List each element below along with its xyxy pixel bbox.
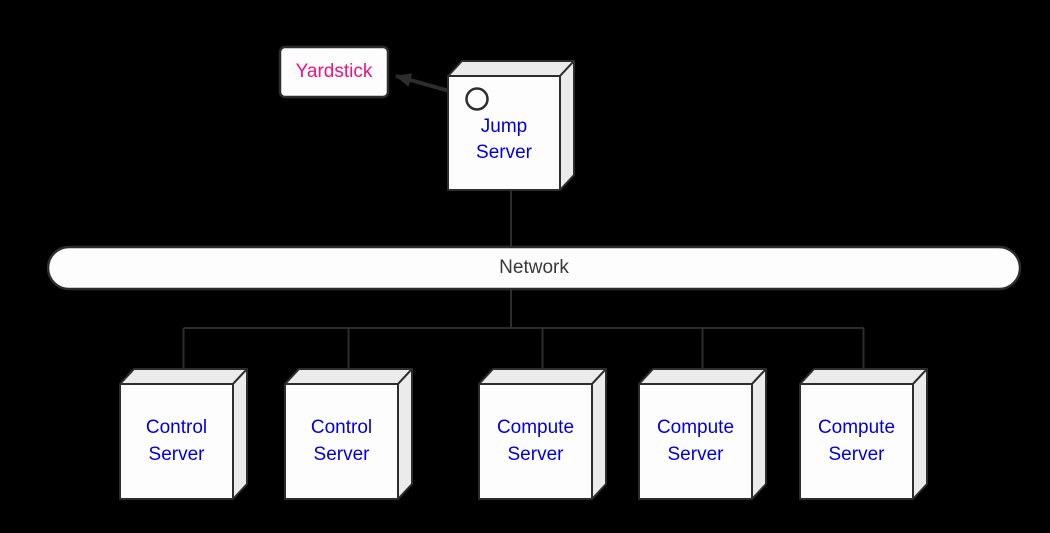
control-server-1-node xyxy=(119,368,248,500)
compute-server-3-node xyxy=(799,368,928,500)
jump-server-node xyxy=(447,60,575,191)
compute-server-1-node xyxy=(478,368,607,500)
edge-network-servers xyxy=(182,289,865,370)
control-server-2-node xyxy=(284,368,413,500)
network-node xyxy=(46,245,1022,291)
compute-server-2-node xyxy=(638,368,767,500)
circle-port-icon xyxy=(465,87,489,111)
yardstick-node xyxy=(278,45,390,99)
